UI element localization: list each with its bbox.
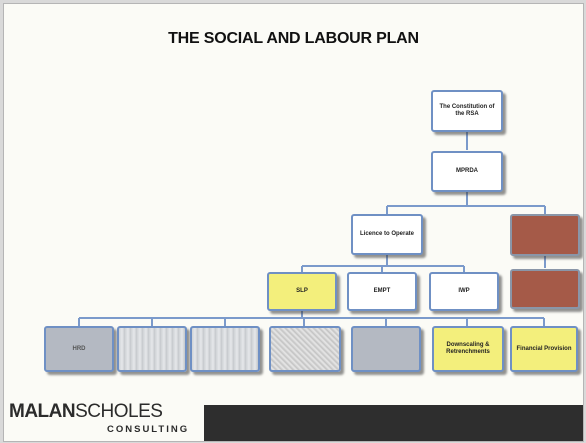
iwp-label: IWP: [458, 288, 470, 295]
slide: THE SOCIAL AND LABOUR PLAN The Cons: [3, 3, 584, 442]
logo-brand-regular: SCHOLES: [75, 401, 163, 422]
bottom-box-1: HRD: [44, 326, 114, 372]
empt-label: EMPT: [373, 288, 391, 295]
constitution-label: The Constitution of the RSA: [439, 104, 495, 117]
downscaling-label: Downscaling & Retrenchments: [446, 342, 490, 355]
bottom-box-3: [190, 326, 260, 372]
mprda-box: MPRDA: [431, 151, 503, 192]
licence-to-operate-label: Licence to Operate: [359, 231, 415, 238]
slp-box: SLP: [267, 272, 337, 311]
logo-tagline: CONSULTING: [107, 424, 190, 435]
financial-provision-label: Financial Provision: [516, 345, 572, 352]
financial-provision-box: Financial Provision: [510, 326, 578, 372]
footer-bar: [204, 405, 583, 441]
empt-box: EMPT: [347, 272, 417, 311]
slide-title: THE SOCIAL AND LABOUR PLAN: [168, 30, 419, 47]
connector-lines: [78, 131, 546, 326]
licence-to-operate-box: Licence to Operate: [351, 214, 423, 255]
bottom-box-2: [117, 326, 187, 372]
iwp-box: IWP: [429, 272, 499, 311]
company-logo: MALANSCHOLES CONSULTING: [9, 401, 199, 441]
bottom-box-1-label: HRD: [72, 345, 86, 352]
brown-box-lower: [510, 269, 580, 309]
bottom-box-5: [351, 326, 421, 372]
logo-wordmark: MALANSCHOLES: [9, 401, 163, 423]
logo-brand-bold: MALAN: [9, 401, 76, 422]
downscaling-box: Downscaling & Retrenchments: [432, 326, 504, 372]
mprda-label: MPRDA: [456, 168, 478, 175]
slp-label: SLP: [296, 288, 308, 295]
bottom-box-4: [269, 326, 341, 372]
brown-box-upper: [510, 214, 580, 256]
constitution-box: The Constitution of the RSA: [431, 90, 503, 132]
